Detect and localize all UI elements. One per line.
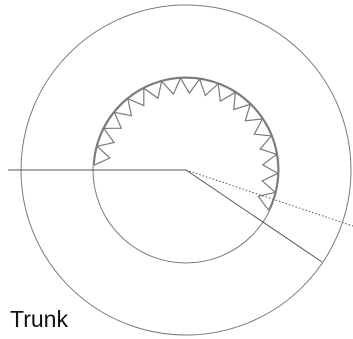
- diagonal-line: [186, 170, 322, 262]
- teeth-base-arc: [94, 78, 278, 210]
- trunk-label: Trunk: [10, 308, 68, 331]
- dotted-line: [186, 170, 353, 226]
- teeth-zigzag: [94, 78, 278, 210]
- teeth-group: [94, 78, 278, 210]
